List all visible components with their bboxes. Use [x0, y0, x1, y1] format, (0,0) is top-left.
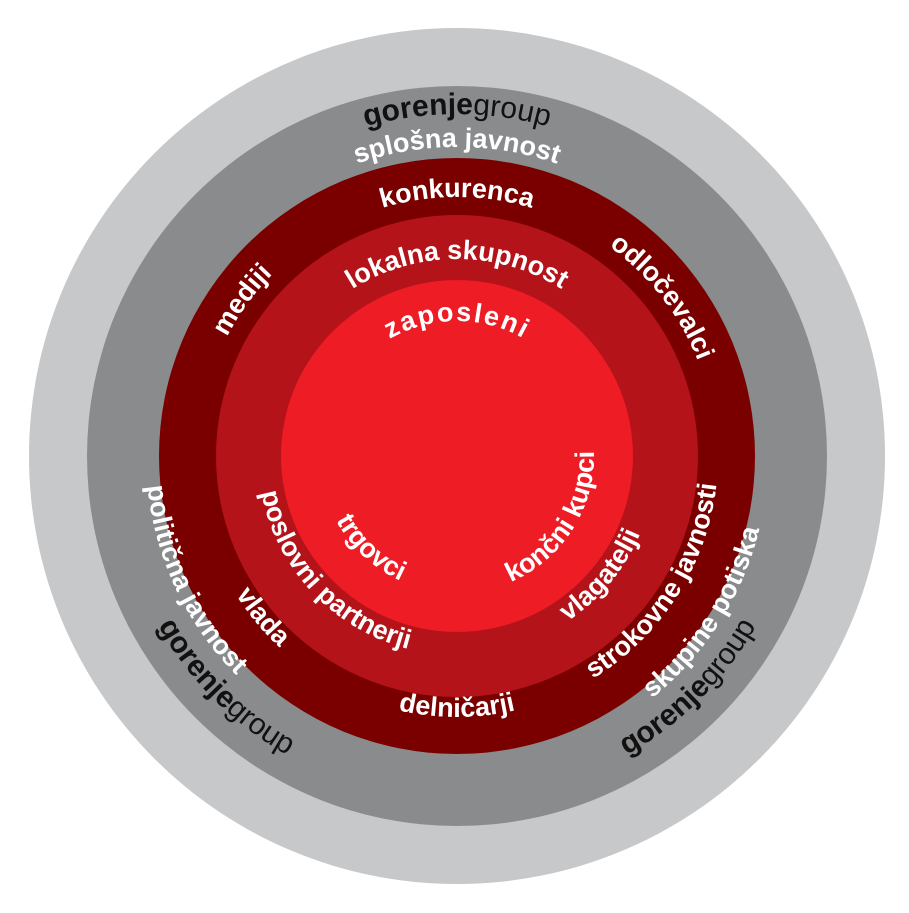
core-circle — [281, 280, 633, 632]
